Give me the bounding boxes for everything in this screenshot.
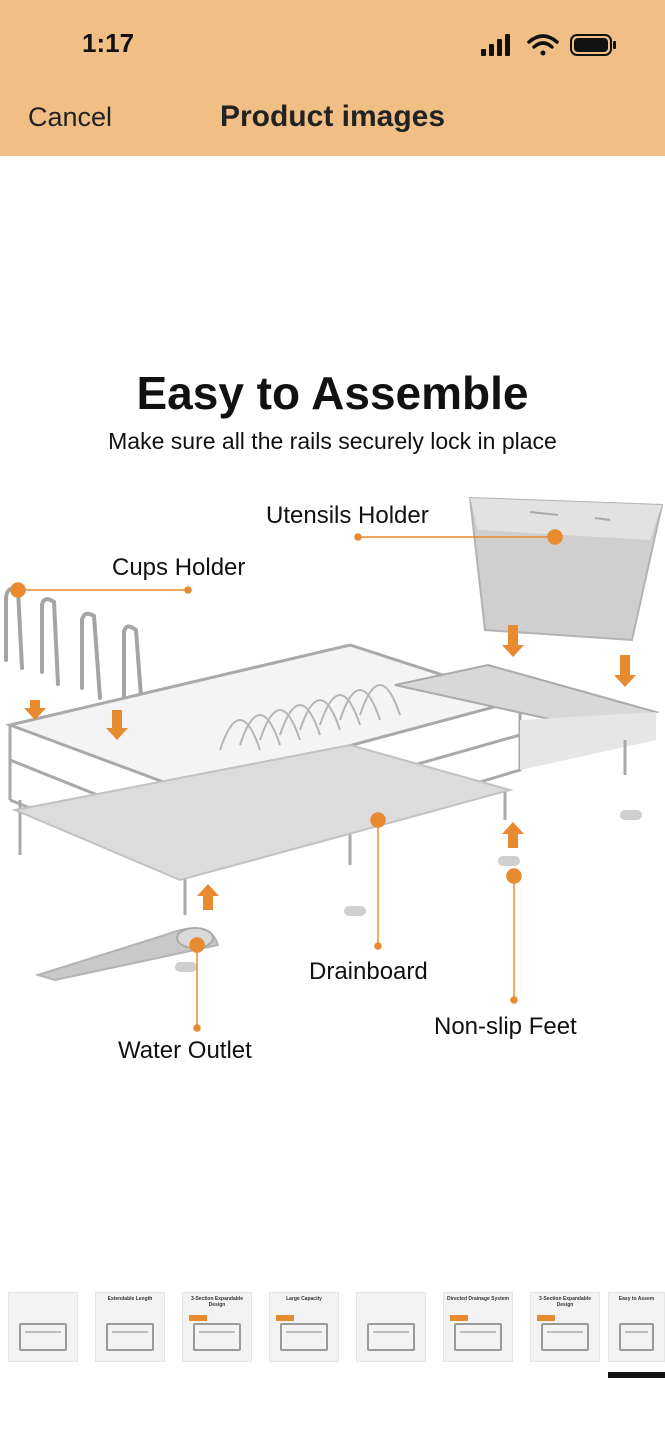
thumbnail-rack [619,1323,654,1351]
thumbnail-rack [106,1323,154,1351]
hero-subtitle: Make sure all the rails securely lock in… [108,428,557,454]
signal-icon [481,34,510,56]
thumbnail-7[interactable]: 3-Section Expandable Design [530,1292,600,1362]
thumbnail-rack [19,1323,67,1351]
callout-water-outlet: Water Outlet [118,1037,252,1064]
thumbnail-8-selected[interactable]: Easy to Assem [608,1292,665,1362]
dish-rack-illustration [4,496,664,1032]
thumbnail-accent [450,1315,468,1321]
thumbnail-rack [454,1323,502,1351]
thumbnail-1[interactable] [8,1292,78,1362]
thumbnail-strip: Extendable Length 3-Section Expandable D… [0,1290,665,1380]
thumbnail-label: 3-Section Expandable Design [539,1296,591,1308]
assembly-arrows [24,625,636,910]
thumbnail-label: Extendable Length [107,1296,153,1302]
water-outlet-drawing [34,927,220,982]
status-icons [481,34,616,56]
plate-dividers-drawing [219,684,401,751]
callout-cups-holder: Cups Holder [112,554,246,581]
hero-title: Easy to Assemble [136,367,529,419]
page-title: Product images [219,100,446,133]
drainboard-drawing [11,743,514,882]
utensils-holder-drawing [468,496,664,642]
callout-utensils-holder: Utensils Holder [266,502,429,529]
thumbnail-label: Large Capacity [286,1296,322,1302]
thumbnail-rack [367,1323,415,1351]
thumbnail-label: Easy to Assem [618,1296,655,1302]
status-time: 1:17 [82,28,135,58]
cups-holder-drawing [4,586,144,712]
thumbnail-label: 3-Section Expandable Design [191,1296,243,1308]
thumbnail-5[interactable] [356,1292,426,1362]
product-image[interactable]: Easy to Assemble Make sure all the rails… [0,156,665,1256]
thumbnail-label: Directed Drainage System [447,1296,509,1302]
header: 1:17 Cancel Product images [0,0,665,156]
thumbnail-3[interactable]: 3-Section Expandable Design [182,1292,252,1362]
extension-drawing [394,663,660,775]
callout-leaders [10,529,563,1032]
thumbnail-2[interactable]: Extendable Length [95,1292,165,1362]
feet-plugs-drawing [175,810,642,972]
thumbnail-accent [189,1315,207,1321]
thumbnail-6[interactable]: Directed Drainage System [443,1292,513,1362]
selected-thumbnail-indicator [608,1372,665,1378]
thumbnail-4[interactable]: Large Capacity [269,1292,339,1362]
wifi-icon [527,34,559,56]
callout-drainboard: Drainboard [309,958,428,985]
thumbnail-rack [280,1323,328,1351]
cancel-button[interactable]: Cancel [28,102,113,132]
thumbnail-rack [193,1323,241,1351]
thumbnail-accent [276,1315,294,1321]
thumbnail-rack [541,1323,589,1351]
battery-icon [570,34,616,56]
callout-non-slip-feet: Non-slip Feet [434,1013,577,1040]
thumbnail-accent [537,1315,555,1321]
